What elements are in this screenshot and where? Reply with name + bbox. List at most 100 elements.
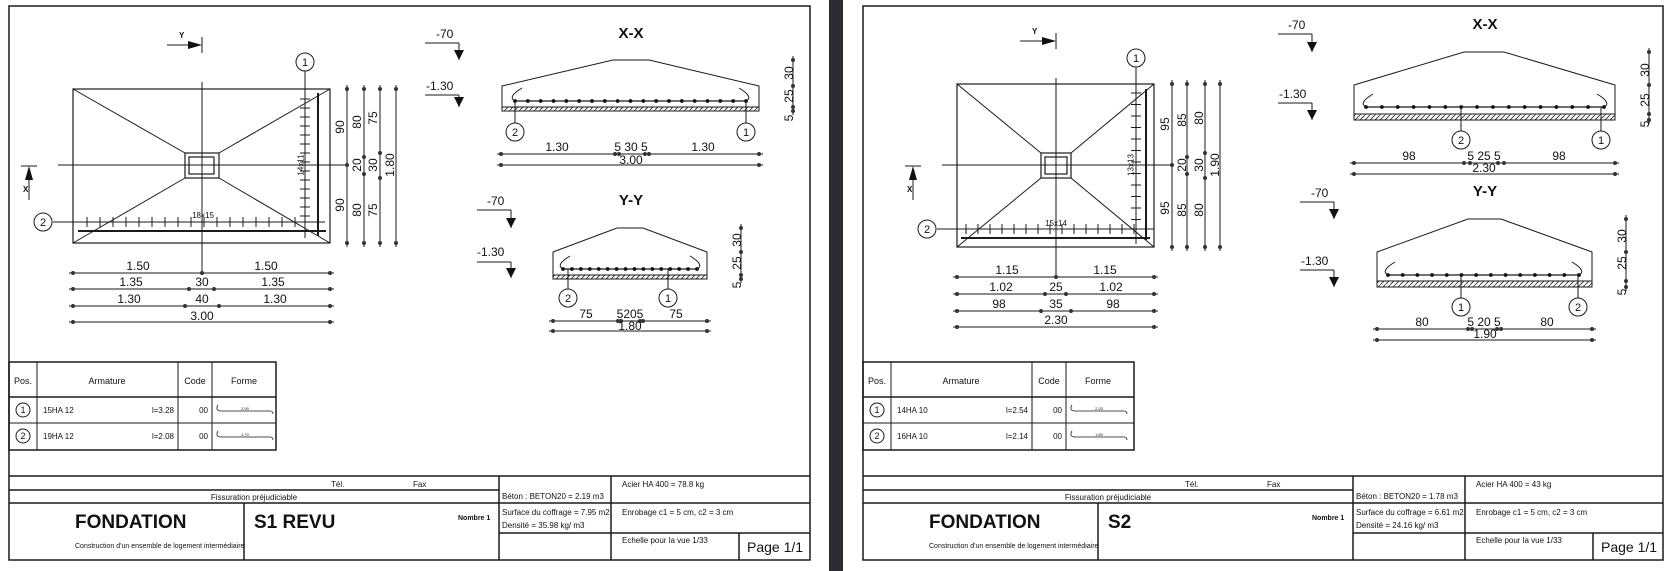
dimension-dot [641,319,645,323]
rebar-dot [1444,273,1449,277]
section-title: Y-Y [619,192,643,209]
dimension-label: 85 [1175,113,1189,127]
dimension-label: 80 [350,115,364,129]
rebar-dot [578,267,583,271]
callout-circle [1591,130,1611,150]
callout-circle [1451,297,1471,317]
dimension-dot [1152,275,1156,279]
dimension-label: 30 [1615,229,1629,243]
view-scale: Echelle pour la vue 1/33 [1476,536,1562,545]
dimension-label: 2.30 [1044,313,1068,327]
dimension-label: 30 [366,158,380,172]
dimension-label: 80 [1192,111,1206,125]
dimension-dot [499,163,503,167]
level-label: -1.30 [477,245,505,259]
rebar-dot [615,99,620,103]
lean-concrete [552,274,708,280]
tel-label: Tél. [1185,480,1198,489]
rebar-dot [1506,105,1511,109]
rebar-dot [1400,273,1405,277]
rebar-dot [590,99,594,103]
dimension-dot [1502,161,1506,165]
dimension-label: 3.00 [190,309,214,323]
callout-number: 1 [1133,53,1139,65]
dimension-dot [345,241,349,245]
dimension-dot [394,241,398,245]
dimension-label: 1.15 [995,263,1019,277]
level-arrow-icon [454,50,464,60]
dimension-dot [1203,176,1207,180]
dimension-label: 98 [992,297,1006,311]
footing-section [501,59,760,112]
dimension-dot [647,152,651,156]
slope-edge [218,177,331,244]
rebar-dot [1522,105,1527,109]
rebar-hook [559,255,571,270]
tel-label: Tél. [331,480,344,489]
rebar-designation: 16HA 10 [897,432,928,441]
rebar-dot [1586,105,1591,109]
level-arrow-icon [1329,209,1339,219]
dimension-label: 1.80 [383,153,397,177]
dimension-label: 5 [730,281,744,288]
steel-weight: Acier HA 400 = 78.8 kg [622,480,704,489]
shape-code: 00 [199,406,208,415]
section-title: X-X [618,25,643,42]
dimension-label: 75 [579,307,593,321]
dimension-dot [1468,161,1472,165]
page-number: Page 1/1 [747,539,803,555]
section-x-label: X [907,185,913,194]
dimension-dot [1647,118,1651,122]
dimension-dot [362,241,366,245]
position-circle [15,402,31,418]
dimension-dot [1043,292,1047,296]
rebar-designation: 19HA 12 [43,432,74,441]
dimension-dot [499,152,503,156]
level-label: -1.30 [1301,254,1329,268]
dimension-dot [328,320,332,324]
project-name: Construction d'un ensemble de logement i… [929,543,1099,550]
dimension-dot [1185,245,1189,249]
fax-label: Fax [1267,480,1280,489]
dimension-dot [1375,338,1379,342]
dimension-label: 1.50 [254,259,278,273]
callout-number: 2 [1575,302,1581,314]
dimension-dot [757,163,761,167]
dimension-label: 85 [1175,203,1189,217]
callout-circle [917,219,937,239]
dimension-dot [739,226,743,230]
element-name: S2 [1108,512,1131,533]
dimension-label: 80 [1192,203,1206,217]
dimension-dot [1462,161,1466,165]
dimension-total: 1.90 [1473,327,1497,341]
bar-shape-length: 2.90 [241,406,250,411]
dimension-dot [791,58,795,62]
dimension-label: 98 [1552,149,1566,163]
dimension-dot [1647,50,1651,54]
dimension-dot [212,287,216,291]
level-label: -70 [1288,18,1306,32]
dimension-dot [1152,292,1156,296]
section-arrow-icon [909,166,917,180]
slope-edge [72,177,186,244]
project-name: Construction d'un ensemble de logement i… [75,543,245,550]
dimension-label: 5 25 5 [1467,149,1501,163]
rebar-designation: 15HA 12 [43,406,74,415]
rebar-1-spacing: 13x13 [1127,154,1136,176]
dimension-dot [791,84,795,88]
dimension-dot [955,275,959,279]
dimension-dot [1624,217,1628,221]
dimension-label: 5205 [617,307,644,321]
dimension-dot [955,325,959,329]
dimension-label: 20 [1175,158,1189,172]
rebar-dot [1475,105,1479,109]
formwork-area: Surface du coffrage = 7.95 m2 [502,508,610,517]
rebar-dot [692,99,697,103]
